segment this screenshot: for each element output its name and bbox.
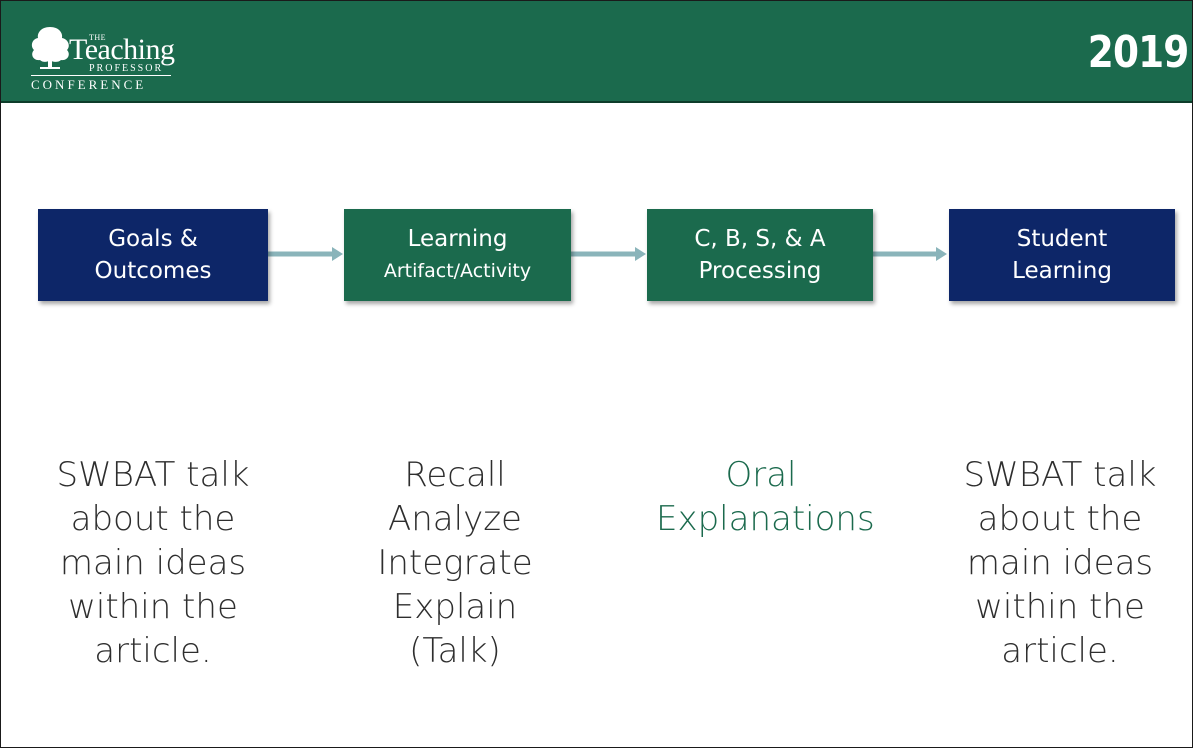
conference-year: 2019 [1087,27,1189,78]
column-line: Recall [404,455,506,495]
column-line: (Talk) [409,631,501,671]
flow-box-line2: Processing [698,258,822,284]
logo-professor-text: PROFESSOR [89,63,164,74]
header-banner: THE Teaching PROFESSOR CONFERENCE 2019 [1,1,1192,103]
column-line: article. [94,631,212,671]
column-line: SWBAT talk [963,455,1157,495]
column-line: within the [68,587,238,627]
column-line: about the [977,499,1143,539]
column-line: Integrate [377,543,533,583]
flow-box-processing: C, B, S, & A Processing [647,209,873,301]
column-line: main ideas [59,543,247,583]
flow-box-learning-artifact: Learning Artifact/Activity [344,209,571,301]
column-student-text: SWBAT talk about the main ideas within t… [955,453,1165,673]
column-line: about the [70,499,236,539]
flow-box-line1: Goals & [108,226,198,252]
column-goals-text: SWBAT talk about the main ideas within t… [48,453,258,673]
tree-icon [31,27,69,69]
flow-box-line1: Learning [407,226,508,252]
column-line: within the [975,587,1145,627]
arrow-3 [873,247,947,261]
arrow-1 [267,247,343,261]
flow-box-line2: Outcomes [94,258,212,284]
column-line: Explanations [656,499,875,539]
column-artifact-text: Recall Analyze Integrate Explain (Talk) [350,453,560,673]
logo-conference-text: CONFERENCE [31,77,147,92]
column-line: Analyze [388,499,522,539]
flow-box-goals-outcomes: Goals & Outcomes [38,209,268,301]
conference-logo: THE Teaching PROFESSOR CONFERENCE [29,17,199,97]
column-processing-text: Oral Explanations [656,453,875,541]
column-line: main ideas [966,543,1154,583]
column-line: Explain [392,587,518,627]
flow-box-line2: Learning [1012,258,1112,284]
flow-box-line2: Artifact/Activity [383,260,532,282]
column-line: article. [1001,631,1119,671]
logo-the-text: THE [89,33,107,42]
arrow-2 [571,247,646,261]
flow-box-student-learning: Student Learning [949,209,1175,301]
flow-box-line1: Student [1016,226,1108,252]
logo-divider [31,75,171,76]
column-line: SWBAT talk [56,455,250,495]
column-line: Oral [725,455,797,495]
logo-teaching-text: Teaching [69,33,175,66]
flow-box-line1: C, B, S, & A [694,226,826,252]
